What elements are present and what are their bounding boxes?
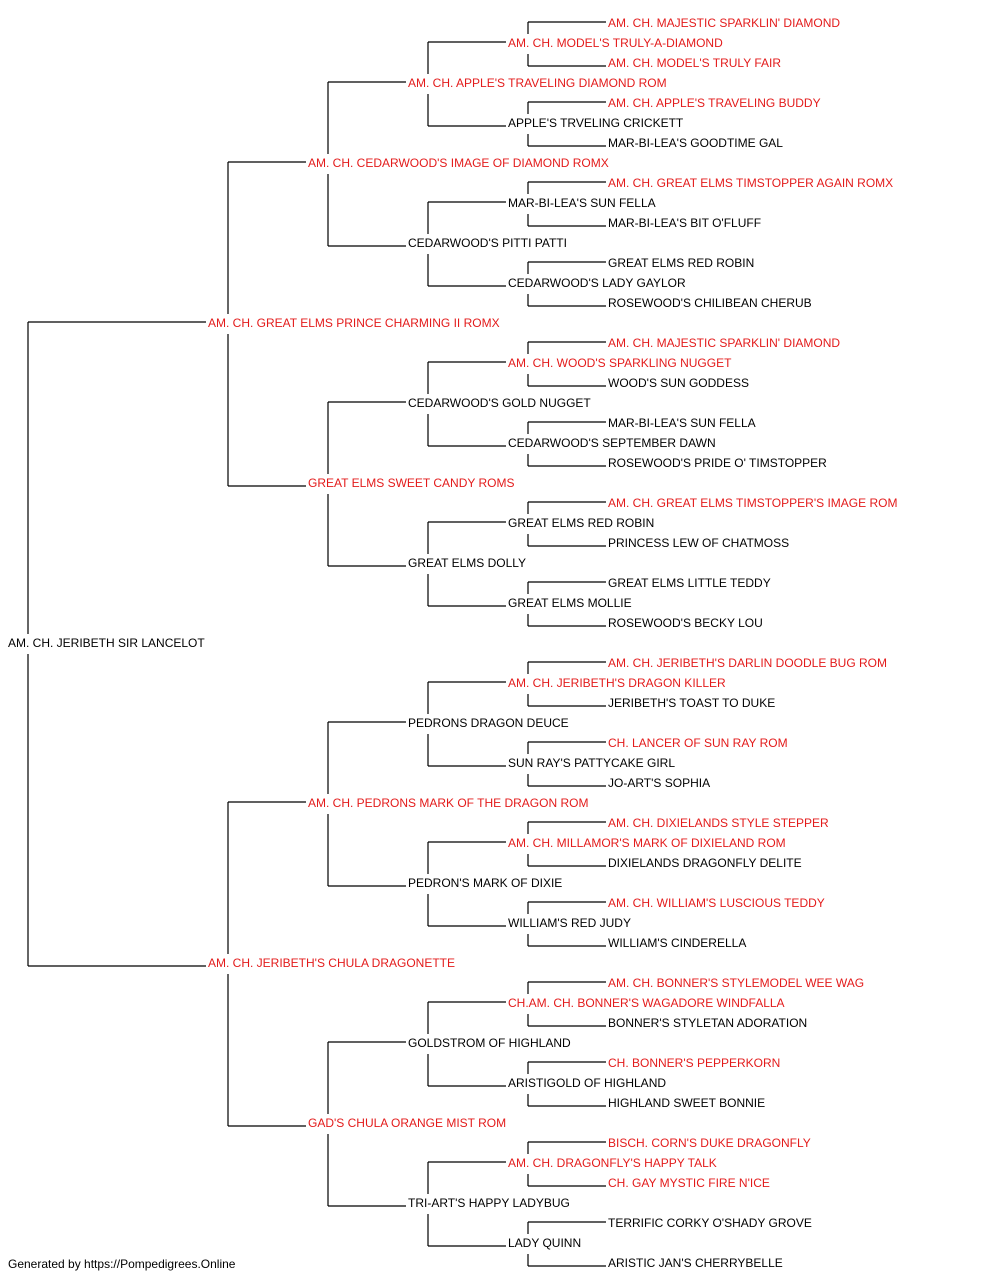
pedigree-name-gen4[interactable]: AM. CH. MILLAMOR'S MARK OF DIXIELAND ROM	[508, 836, 786, 850]
pedigree-name-gen4[interactable]: CEDARWOOD'S LADY GAYLOR	[508, 276, 686, 290]
footer-credit: Generated by https://Pompedigrees.Online	[8, 1257, 236, 1271]
pedigree-name-gen4[interactable]: CH.AM. CH. BONNER'S WAGADORE WINDFALLA	[508, 996, 785, 1010]
pedigree-name-gen5[interactable]: MAR-BI-LEA'S GOODTIME GAL	[608, 136, 783, 150]
pedigree-name-gen4[interactable]: WILLIAM'S RED JUDY	[508, 916, 631, 930]
pedigree-name-gen5[interactable]: ROSEWOOD'S CHILIBEAN CHERUB	[608, 296, 812, 310]
pedigree-name-gen5[interactable]: AM. CH. MAJESTIC SPARKLIN' DIAMOND	[608, 16, 840, 30]
pedigree-name-gen3[interactable]: PEDRONS DRAGON DEUCE	[408, 716, 569, 730]
pedigree-name-gen5[interactable]: BISCH. CORN'S DUKE DRAGONFLY	[608, 1136, 811, 1150]
pedigree-name-gen2[interactable]: AM. CH. PEDRONS MARK OF THE DRAGON ROM	[308, 796, 588, 810]
pedigree-name-gen4[interactable]: LADY QUINN	[508, 1236, 581, 1250]
pedigree-name-gen5[interactable]: ROSEWOOD'S BECKY LOU	[608, 616, 763, 630]
pedigree-name-gen5[interactable]: CH. BONNER'S PEPPERKORN	[608, 1056, 780, 1070]
pedigree-name-gen4[interactable]: AM. CH. JERIBETH'S DRAGON KILLER	[508, 676, 726, 690]
pedigree-name-gen5[interactable]: AM. CH. WILLIAM'S LUSCIOUS TEDDY	[608, 896, 825, 910]
pedigree-name-gen3[interactable]: PEDRON'S MARK OF DIXIE	[408, 876, 562, 890]
pedigree-name-gen5[interactable]: MAR-BI-LEA'S BIT O'FLUFF	[608, 216, 761, 230]
pedigree-name-gen5[interactable]: AM. CH. MODEL'S TRULY FAIR	[608, 56, 781, 70]
pedigree-name-gen4[interactable]: MAR-BI-LEA'S SUN FELLA	[508, 196, 656, 210]
pedigree-name-gen5[interactable]: GREAT ELMS LITTLE TEDDY	[608, 576, 771, 590]
pedigree-name-gen5[interactable]: DIXIELANDS DRAGONFLY DELITE	[608, 856, 802, 870]
pedigree-name-gen1[interactable]: AM. CH. GREAT ELMS PRINCE CHARMING II RO…	[208, 316, 500, 330]
pedigree-name-gen4[interactable]: GREAT ELMS MOLLIE	[508, 596, 632, 610]
pedigree-name-gen0[interactable]: AM. CH. JERIBETH SIR LANCELOT	[8, 636, 205, 650]
pedigree-name-gen3[interactable]: GOLDSTROM OF HIGHLAND	[408, 1036, 571, 1050]
pedigree-name-gen5[interactable]: JO-ART'S SOPHIA	[608, 776, 710, 790]
pedigree-name-gen4[interactable]: AM. CH. MODEL'S TRULY-A-DIAMOND	[508, 36, 723, 50]
pedigree-name-gen4[interactable]: ARISTIGOLD OF HIGHLAND	[508, 1076, 666, 1090]
pedigree-name-gen5[interactable]: CH. GAY MYSTIC FIRE N'ICE	[608, 1176, 770, 1190]
pedigree-name-gen5[interactable]: MAR-BI-LEA'S SUN FELLA	[608, 416, 756, 430]
pedigree-name-gen4[interactable]: CEDARWOOD'S SEPTEMBER DAWN	[508, 436, 716, 450]
pedigree-name-gen4[interactable]: GREAT ELMS RED ROBIN	[508, 516, 654, 530]
pedigree-name-gen5[interactable]: AM. CH. GREAT ELMS TIMSTOPPER'S IMAGE RO…	[608, 496, 897, 510]
pedigree-name-gen5[interactable]: AM. CH. BONNER'S STYLEMODEL WEE WAG	[608, 976, 864, 990]
pedigree-name-gen4[interactable]: AM. CH. DRAGONFLY'S HAPPY TALK	[508, 1156, 717, 1170]
pedigree-name-gen3[interactable]: CEDARWOOD'S PITTI PATTI	[408, 236, 567, 250]
pedigree-name-gen4[interactable]: AM. CH. WOOD'S SPARKLING NUGGET	[508, 356, 732, 370]
pedigree-name-gen5[interactable]: WILLIAM'S CINDERELLA	[608, 936, 746, 950]
pedigree-name-gen5[interactable]: TERRIFIC CORKY O'SHADY GROVE	[608, 1216, 812, 1230]
pedigree-name-gen5[interactable]: CH. LANCER OF SUN RAY ROM	[608, 736, 788, 750]
pedigree-name-gen3[interactable]: CEDARWOOD'S GOLD NUGGET	[408, 396, 591, 410]
pedigree-name-gen5[interactable]: GREAT ELMS RED ROBIN	[608, 256, 754, 270]
pedigree-name-gen1[interactable]: AM. CH. JERIBETH'S CHULA DRAGONETTE	[208, 956, 455, 970]
pedigree-name-gen4[interactable]: SUN RAY'S PATTYCAKE GIRL	[508, 756, 675, 770]
pedigree-name-gen3[interactable]: GREAT ELMS DOLLY	[408, 556, 526, 570]
pedigree-name-gen5[interactable]: JERIBETH'S TOAST TO DUKE	[608, 696, 775, 710]
pedigree-name-gen2[interactable]: GREAT ELMS SWEET CANDY ROMS	[308, 476, 514, 490]
pedigree-name-gen5[interactable]: AM. CH. APPLE'S TRAVELING BUDDY	[608, 96, 821, 110]
pedigree-name-gen5[interactable]: ARISTIC JAN'S CHERRYBELLE	[608, 1256, 783, 1270]
pedigree-name-gen5[interactable]: BONNER'S STYLETAN ADORATION	[608, 1016, 807, 1030]
pedigree-name-gen5[interactable]: AM. CH. DIXIELANDS STYLE STEPPER	[608, 816, 829, 830]
pedigree-name-gen5[interactable]: AM. CH. JERIBETH'S DARLIN DOODLE BUG ROM	[608, 656, 887, 670]
pedigree-name-gen3[interactable]: TRI-ART'S HAPPY LADYBUG	[408, 1196, 570, 1210]
pedigree-name-gen3[interactable]: AM. CH. APPLE'S TRAVELING DIAMOND ROM	[408, 76, 667, 90]
pedigree-name-gen5[interactable]: WOOD'S SUN GODDESS	[608, 376, 749, 390]
pedigree-name-gen5[interactable]: AM. CH. MAJESTIC SPARKLIN' DIAMOND	[608, 336, 840, 350]
pedigree-name-gen5[interactable]: PRINCESS LEW OF CHATMOSS	[608, 536, 789, 550]
pedigree-name-gen5[interactable]: AM. CH. GREAT ELMS TIMSTOPPER AGAIN ROMX	[608, 176, 893, 190]
pedigree-name-gen2[interactable]: GAD'S CHULA ORANGE MIST ROM	[308, 1116, 506, 1130]
pedigree-name-gen5[interactable]: ROSEWOOD'S PRIDE O' TIMSTOPPER	[608, 456, 827, 470]
pedigree-name-gen2[interactable]: AM. CH. CEDARWOOD'S IMAGE OF DIAMOND ROM…	[308, 156, 609, 170]
pedigree-name-gen4[interactable]: APPLE'S TRVELING CRICKETT	[508, 116, 684, 130]
pedigree-name-gen5[interactable]: HIGHLAND SWEET BONNIE	[608, 1096, 765, 1110]
